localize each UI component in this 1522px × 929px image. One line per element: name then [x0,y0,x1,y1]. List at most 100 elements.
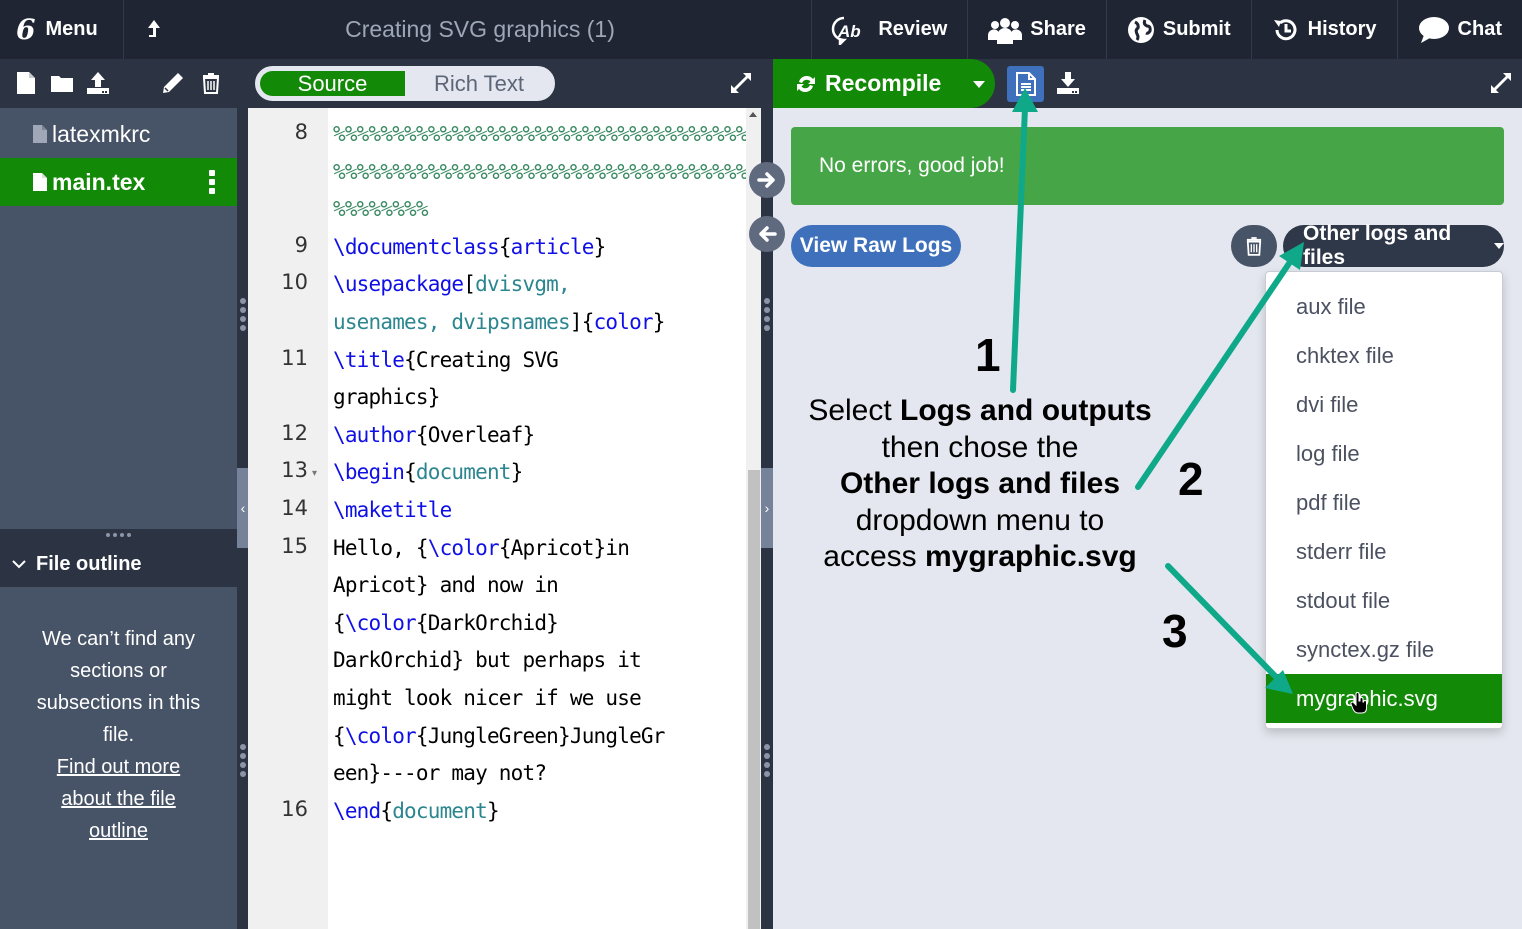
back-to-projects-button[interactable] [124,0,184,59]
clear-cache-button[interactable] [1231,225,1277,267]
submit-button[interactable]: Submit [1105,0,1251,59]
compile-success-alert: No errors, good job! [791,127,1504,205]
file-tree-sidebar: latexmkrc main.tex [0,108,237,929]
upload-button[interactable] [86,71,110,95]
file-tree-item-main-tex[interactable]: main.tex [0,158,237,206]
rename-button[interactable] [161,71,185,95]
dropdown-item-chktex[interactable]: chktex file [1296,342,1394,368]
file-name: latexmkrc [52,120,151,147]
code-row: graphics} [333,385,440,410]
users-icon [988,16,1023,44]
new-folder-icon [51,76,73,92]
code-row: \usepackage[dvisvgm, [333,272,571,297]
line-number: 16 [281,796,308,821]
menu-button[interactable]: 6 Menu [0,0,124,59]
file-menu-kebab-icon[interactable] [209,170,215,194]
editor-pdf-splitter[interactable]: › [761,108,773,929]
line-number: 11 [281,345,308,370]
code-row: %%%%%%%%%%%%%%%%%%%%%%%%%%%%%%%%%%%%%% [333,122,784,146]
sync-to-pdf-button[interactable] [749,162,785,198]
history-label: History [1307,18,1377,40]
other-logs-dropdown-menu: aux file chktex file dvi file log file p… [1265,271,1503,729]
project-title[interactable]: Creating SVG graphics (1) [345,16,615,42]
outline-empty-message: We can’t find any sections or subsection… [36,628,201,746]
dropdown-item-pdf[interactable]: pdf file [1296,489,1361,515]
code-row: \title{Creating SVG [333,347,559,372]
file-outline-body: We can’t find any sections or subsection… [0,587,237,847]
fold-toggle-icon[interactable]: ▾ [312,468,318,480]
new-folder-button[interactable] [50,71,74,95]
collapse-pdf-chevron-icon[interactable]: › [761,468,773,548]
editor-mode-toggle: Source Rich Text [255,66,555,101]
logs-and-outputs-button[interactable] [1007,66,1044,102]
annotation-instructions: Select Logs and outputs then chose the O… [780,393,1180,576]
chevron-down-icon [12,559,26,569]
chat-bubble-icon [1418,16,1450,44]
annotation-step-2: 2 [1178,453,1204,505]
line-number: 12 [281,420,308,445]
source-mode-button[interactable]: Source [257,68,405,99]
recompile-label: Recompile [825,70,942,96]
top-header: 6 Menu Creating SVG graphics (1) Ab Revi… [0,0,1522,59]
expand-arrows-icon [1491,73,1511,93]
dropdown-item-stderr[interactable]: stderr file [1296,538,1387,564]
caret-down-icon [1494,243,1504,249]
anno-line1b: Logs and outputs [900,394,1152,427]
rich-text-mode-button[interactable]: Rich Text [433,70,525,96]
other-logs-dropdown-button[interactable]: Other logs and files [1283,222,1504,269]
expand-arrows-icon [731,73,751,93]
code-row: %%%%%%%% [333,197,429,222]
download-icon [1057,72,1079,94]
sync-to-code-button[interactable] [749,216,785,252]
arrow-left-icon [759,226,777,242]
new-file-button[interactable] [14,71,38,95]
sidebar-editor-splitter[interactable]: ‹ [237,108,249,929]
code-row: \begin{document} [333,460,523,485]
logs-document-icon [1015,72,1036,96]
delete-button[interactable] [199,71,223,95]
editor-expand-button[interactable] [729,71,755,97]
recompile-button[interactable]: Recompile [773,59,995,108]
svg-text:Ab: Ab [837,22,861,41]
arrow-right-icon [757,172,775,188]
pdf-expand-button[interactable] [1489,71,1515,97]
code-row: might look nicer if we use [333,685,642,710]
download-pdf-button[interactable] [1053,68,1083,98]
anno-line3: Other logs and files [839,467,1121,500]
dropdown-item-dvi[interactable]: dvi file [1296,391,1359,417]
recompile-options-caret-icon[interactable] [973,81,985,88]
outline-resize-handle[interactable] [0,529,237,541]
file-tree-toolbar [0,59,236,108]
collapse-sidebar-chevron-icon[interactable]: ‹ [237,468,249,548]
editor-scrollbar-thumb[interactable] [748,470,760,929]
file-outline-header[interactable]: File outline [0,541,237,587]
trash-icon [1246,237,1262,256]
dropdown-item-aux[interactable]: aux file [1296,293,1366,319]
dropdown-item-stdout[interactable]: stdout file [1296,587,1391,613]
view-raw-logs-button[interactable]: View Raw Logs [791,225,961,267]
review-icon: Ab [830,15,870,45]
share-button[interactable]: Share [967,0,1106,59]
menu-label: Menu [45,18,98,40]
code-row: \maketitle [333,497,452,522]
chat-button[interactable]: Chat [1396,0,1522,59]
other-logs-label: Other logs and files [1303,222,1452,269]
code-row: een}---or may not? [333,761,547,786]
line-number-gutter [248,108,328,929]
review-button[interactable]: Ab Review [811,0,967,59]
history-button[interactable]: History [1250,0,1397,59]
dropdown-item-mygraphic-svg[interactable]: mygraphic.svg [1266,674,1502,723]
refresh-icon [797,75,815,92]
outline-help-link[interactable]: Find out more about the file outline [56,756,181,842]
dropdown-item-log[interactable]: log file [1296,440,1360,466]
anno-line2: then chose the [881,430,1079,464]
code-text[interactable]: %%%%%%%%%%%%%%%%%%%%%%%%%%%%%%%%%%%%%%%%… [333,116,784,830]
anno-line1a: Select [808,394,901,427]
dropdown-item-synctex[interactable]: synctex.gz file [1296,636,1435,662]
file-outline-title: File outline [36,552,142,575]
overleaf-logo-icon: 6 [16,13,36,46]
scroll-up-arrow-icon[interactable] [749,112,757,117]
file-tree-item-latexmkrc[interactable]: latexmkrc [0,110,237,158]
chat-label: Chat [1457,18,1502,40]
